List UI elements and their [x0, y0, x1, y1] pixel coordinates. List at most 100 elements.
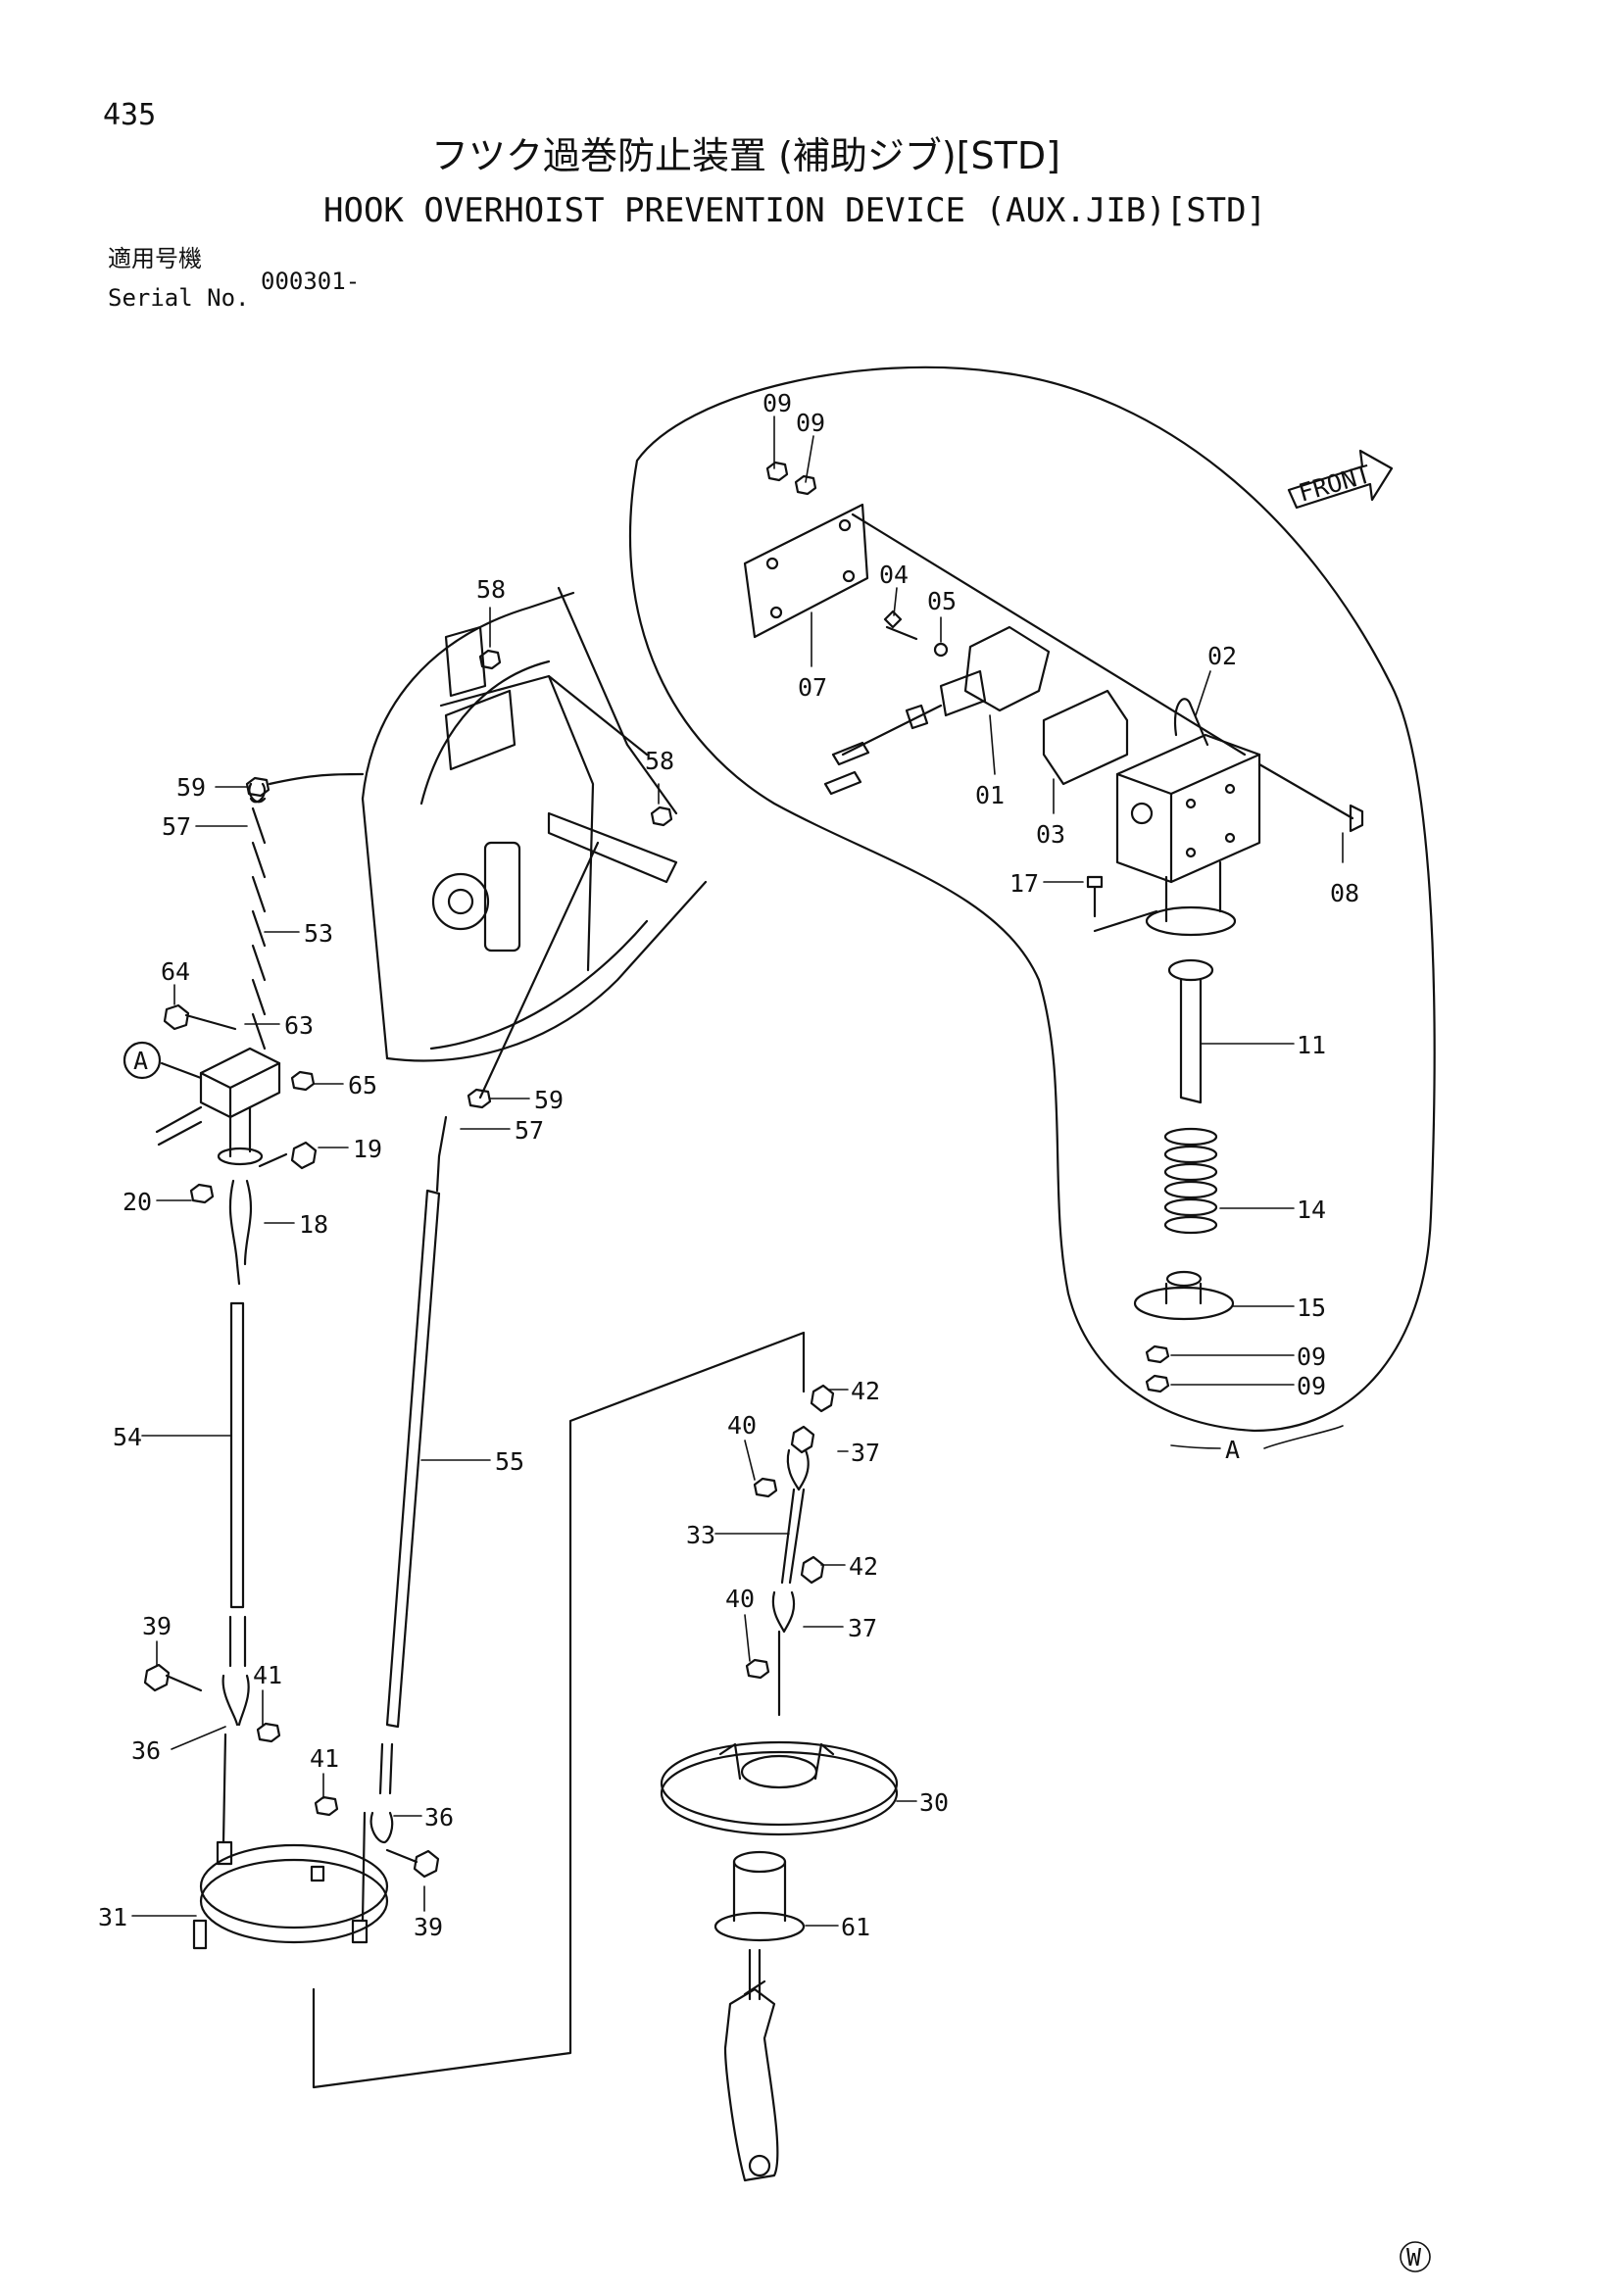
callout-54: 54 [113, 1423, 142, 1451]
bolt-17-icon [1086, 875, 1104, 918]
bolt-39-right-icon [385, 1848, 440, 1879]
nut-20-icon [189, 1183, 215, 1204]
detail-a-label: A [1225, 1436, 1240, 1464]
detail-a-marker [123, 1041, 162, 1080]
pin-11-drawing [1167, 958, 1214, 1104]
ring-31-drawing [192, 1840, 389, 1950]
callout-20: 20 [123, 1188, 152, 1216]
callout-17: 17 [1009, 869, 1039, 898]
disc-30-drawing [660, 1740, 899, 1836]
callout-41: 41 [310, 1744, 339, 1773]
callout-64: 64 [161, 957, 190, 986]
callout-31: 31 [98, 1903, 127, 1931]
callout-40: 40 [725, 1585, 755, 1613]
callout-14: 14 [1297, 1196, 1326, 1224]
nut-40-upper-icon [753, 1477, 778, 1498]
nut-09-bottom-icons [1145, 1344, 1170, 1393]
detail-a-marker-label: A [133, 1047, 148, 1075]
title-english: HOOK OVERHOIST PREVENTION DEVICE (AUX.JI… [323, 191, 1267, 230]
callout-01: 01 [975, 781, 1005, 809]
callout-55: 55 [495, 1447, 524, 1476]
bracket-02-drawing [1115, 698, 1261, 937]
callout-37: 37 [848, 1614, 877, 1642]
detail-a-outline [628, 366, 1436, 1433]
callout-61: 61 [841, 1913, 870, 1941]
callout-07: 07 [798, 673, 827, 702]
front-label: FRONT [1296, 460, 1374, 508]
callout-30: 30 [919, 1788, 949, 1817]
nut-40-lower-icon [745, 1658, 770, 1680]
bolt-64-icon [163, 1003, 237, 1031]
callout-42: 42 [849, 1552, 878, 1581]
nut-09-top-icons [765, 461, 817, 496]
callout-58: 58 [476, 575, 506, 604]
spring-14-drawing [1163, 1127, 1218, 1235]
callout-33: 33 [686, 1521, 715, 1549]
callout-03: 03 [1036, 820, 1065, 849]
connection-leader [312, 1331, 806, 2089]
callout-41: 41 [253, 1661, 282, 1689]
nut-41-left-icon [256, 1722, 281, 1743]
limit-switch-a-block [155, 1047, 281, 1166]
callout-39: 39 [414, 1913, 443, 1941]
callout-65: 65 [348, 1071, 377, 1099]
callout-15: 15 [1297, 1294, 1326, 1322]
bolt-08-icon [1257, 762, 1364, 833]
callout-labels: 09 09 07 04 05 02 01 03 08 17 11 14 15 0… [98, 389, 1359, 1941]
cover-03-drawing [1042, 689, 1129, 786]
callout-08: 08 [1330, 879, 1359, 907]
front-arrow-icon: FRONT [1287, 449, 1394, 510]
callout-63: 63 [284, 1011, 314, 1040]
page-number: 435 [103, 98, 157, 132]
washer-05-icon [933, 642, 949, 658]
callout-09: 09 [762, 389, 792, 417]
link-33-assembly [771, 1384, 835, 1717]
bolt-04-icon [883, 610, 918, 641]
callout-42: 42 [851, 1377, 880, 1405]
callout-leaders [131, 415, 1344, 1927]
watermark-letter: W [1406, 2243, 1422, 2272]
nut-59-right-icon [467, 1088, 492, 1109]
chain-53-drawing [248, 782, 267, 1050]
callout-58: 58 [645, 747, 674, 775]
callout-40: 40 [727, 1411, 757, 1440]
nut-65-icon [290, 1070, 316, 1092]
callout-09: 09 [1297, 1372, 1326, 1400]
rod-55-drawing [378, 1115, 448, 1795]
callout-02: 02 [1207, 642, 1237, 670]
callout-57: 57 [162, 812, 191, 841]
title-japanese: フツク過巻防止装置 (補助ジブ)[STD] [431, 134, 1060, 177]
callout-05: 05 [927, 587, 957, 615]
serial-number-value: 000301- [261, 268, 361, 295]
bolt-39-left-icon [143, 1663, 203, 1692]
callout-36: 36 [131, 1736, 161, 1765]
hook-lever-drawing [723, 1948, 779, 2182]
bolt-19-icon [258, 1141, 318, 1170]
callout-59: 59 [176, 773, 206, 802]
callout-57: 57 [515, 1116, 544, 1145]
callout-11: 11 [1297, 1031, 1326, 1059]
nut-59-left-icon [245, 776, 270, 798]
callout-09: 09 [796, 409, 825, 437]
callout-59: 59 [534, 1086, 564, 1114]
callout-53: 53 [304, 919, 333, 948]
plate-07-drawing [743, 503, 869, 639]
nut-41-right-icon [314, 1795, 339, 1817]
bushing-61-drawing [713, 1850, 806, 1942]
callout-04: 04 [879, 561, 909, 589]
callout-36: 36 [424, 1803, 454, 1832]
callout-19: 19 [353, 1135, 382, 1163]
nut-58-icons [478, 649, 673, 827]
rod-54-drawing [221, 1179, 253, 1727]
seat-15-drawing [1133, 1270, 1235, 1321]
watermark-circle [1400, 2241, 1431, 2272]
callout-18: 18 [299, 1210, 328, 1239]
callout-37: 37 [851, 1439, 880, 1467]
serial-label-english: Serial No. [108, 284, 250, 312]
callout-09: 09 [1297, 1343, 1326, 1371]
callout-39: 39 [142, 1612, 172, 1640]
limit-switch-01-drawing [823, 625, 1051, 796]
serial-label-japanese: 適用号機 [108, 245, 202, 272]
boom-head-drawing [361, 586, 708, 1062]
